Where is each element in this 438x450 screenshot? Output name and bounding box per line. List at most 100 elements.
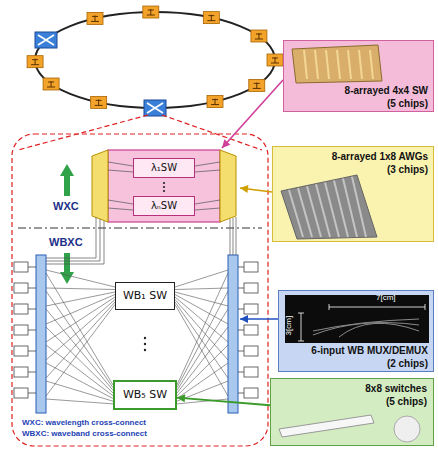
ring-network [147,9,155,15]
panel-title: 8-arrayed 1x8 AWGs [332,151,428,163]
chip-photo [298,304,425,341]
leader-arrow [240,185,248,193]
ring-network [47,81,55,87]
leader-arrow [177,398,270,406]
ring-network [207,96,223,108]
ring-network [207,15,215,21]
port-box [244,325,258,335]
leader-arrow [177,394,185,402]
switch-box: WB₁ SW [115,282,175,310]
photo-panel: 6-input WB MUX/DEMUX(2 chips) [278,290,434,372]
port-box [28,330,36,331]
switch-label: WB₁ SW [123,290,167,303]
double-arrow [60,164,74,284]
ring-network [253,82,261,88]
chip-photo [292,45,382,83]
chip-count: (2 chips) [387,358,428,370]
chip-photo [304,50,307,79]
panel-title: 8x8 switches [365,383,427,395]
wavelength-switch-area [163,186,165,188]
wavelength-switch-area [92,150,236,222]
cross-connect-icon [35,32,57,48]
section-label: WXC [53,200,79,213]
port-box [244,346,258,356]
fiber-wire [177,345,228,396]
switch-box: WB₅ SW [113,380,177,410]
fiber-wire [177,363,228,399]
fiber-wire [175,297,228,342]
port-box [238,309,244,310]
fiber-wire [175,305,228,397]
fiber-wire [175,270,228,287]
port-box [28,288,36,289]
divider-line [18,228,262,229]
port-box [244,262,258,272]
fiber-wire [46,217,236,404]
port-box [238,330,244,331]
port-box [28,351,36,352]
fiber-wire [46,363,113,399]
ring-network [43,78,59,90]
ring-network [35,12,275,108]
switch-label: λ₁SW [151,162,177,174]
double-arrow [64,175,70,196]
double-arrow [60,164,74,176]
fiber-wire [46,270,115,287]
port-box [14,304,28,314]
fiber-wire [46,345,113,396]
ring-network [91,96,107,108]
panel-title: 8-arrayed 4x4 SW [345,85,428,97]
fiber-wire [46,217,236,264]
leader-arrow [240,315,248,323]
wavelength-switch-area [163,182,165,184]
ring-network [95,99,103,105]
port-box [14,388,28,398]
leader-arrow [177,394,270,405]
ring-network [211,99,219,105]
chip-photo [370,50,373,79]
cross-connect-icon [35,32,166,116]
ring-network [267,54,283,66]
port-box [14,367,28,377]
waveband-mux-column [228,255,238,413]
port-box [14,262,28,272]
zoom-region [18,115,262,150]
port-box [238,351,244,352]
zoom-region [12,115,268,446]
note-text: WXC: wavelength cross-connect [22,418,146,427]
port-box [244,283,258,293]
ring-network [87,12,103,24]
chip-photo [359,50,362,79]
switch-box: λ₁SW [133,158,195,178]
leader-arrow [222,139,230,148]
leader-arrow [222,80,283,148]
fiber-wire [46,302,115,378]
port-box [28,372,36,373]
cross-connect-icon [147,103,163,113]
ring-network [251,30,267,42]
port-box [14,283,28,293]
chip-photo [281,175,377,239]
port-box [28,309,36,310]
ring-network [271,57,279,63]
ring-network [91,15,99,21]
port-box [244,388,258,398]
port-box [14,325,28,335]
chip-photo [315,50,318,79]
wavelength-switch-area [92,150,108,222]
cross-connect-icon [144,100,166,116]
photo-panel: 8x8 switches(5 chips) [270,378,434,446]
panel-title: 6-input WB MUX/DEMUX [311,345,428,357]
port-box [14,346,28,356]
port-box [238,372,244,373]
fiber-wire [46,300,115,361]
chip-count: (5 chips) [386,396,427,408]
chip-photo [337,50,340,79]
chip-photo [326,50,329,79]
fiber-wire [46,288,115,290]
section-label: WBXC [49,236,83,249]
fiber-wire [175,288,228,290]
waveband-mux-column [36,255,238,413]
wavelength-switch-area [220,150,236,222]
